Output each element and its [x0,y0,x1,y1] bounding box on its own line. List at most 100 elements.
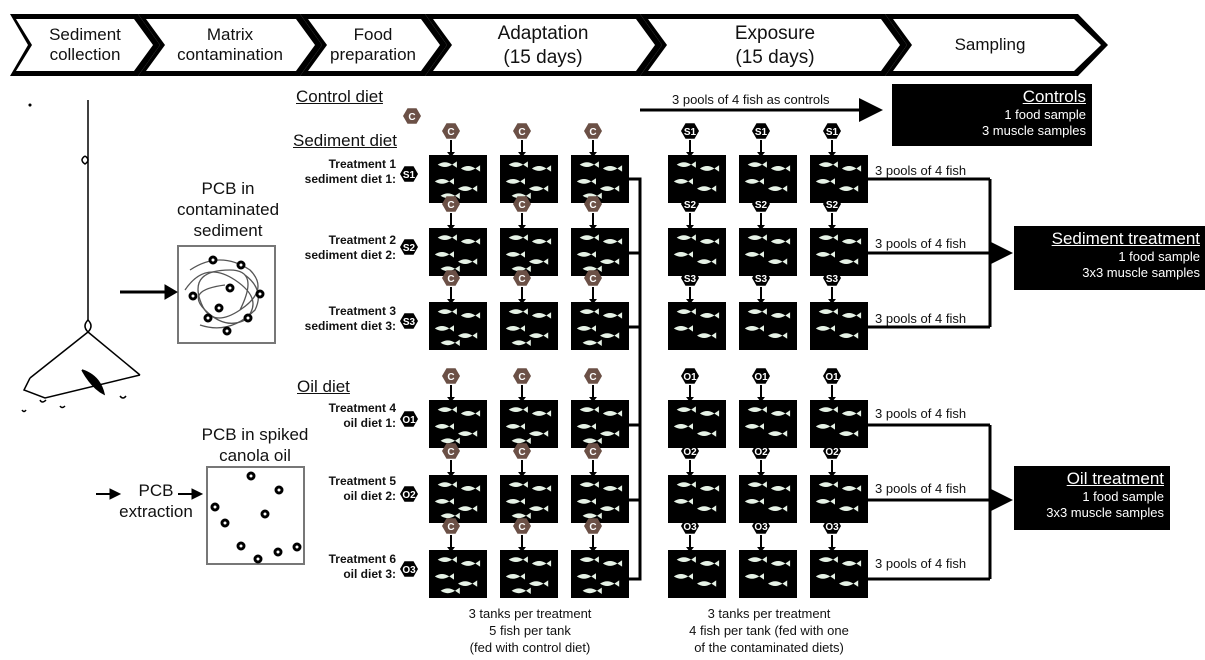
feed-arrowhead [447,299,455,304]
fish-icon [697,185,717,192]
oil-diet-header: Oil diet [297,377,350,396]
grab-sampler-icon [21,100,141,413]
fish-icon [676,234,696,241]
feed-arrowhead [757,547,765,552]
exposure-diet-hex-label: O2 [825,447,839,458]
pool-connectors [868,177,1013,581]
fish-icon [440,437,460,444]
fish-icon [440,192,460,199]
adaptation-control-hex-label: C [518,200,525,211]
pcb-extraction-label: PCB extraction [119,481,193,521]
fish-icon [744,423,764,430]
control-diet-header: Control diet [296,87,383,106]
fish-icon [818,234,838,241]
fish-icon [770,312,791,319]
adaptation-control-hex [513,196,531,212]
feed-arrowhead [589,397,597,402]
fish-icon [839,185,859,192]
adaptation-control-hex [513,123,531,139]
exposure-diet-hex [681,443,699,459]
fish-icon [582,512,602,519]
exposure-diet-hex-label: O3 [825,522,839,533]
feed-arrowhead [589,225,597,230]
feed-arrowhead [757,472,765,477]
exposure-diet-hex-label: O3 [683,522,697,533]
fish-icon [434,573,454,580]
fish-icon [511,192,531,199]
fish-icon [434,325,454,332]
exposure-diet-hex [681,196,699,212]
exposure-tank [810,400,868,448]
fish-icon [602,410,623,417]
fish-icon [508,556,528,563]
adaptation-control-hex [442,270,460,286]
exposure-tank [739,302,797,350]
adaptation-control-hex-label: C [589,274,596,285]
exposure-diet-hex [681,123,699,139]
fish-icon [511,265,531,272]
fish-icon [458,430,478,437]
fish-icon [460,410,481,417]
feed-arrowhead [757,225,765,230]
exposure-tank [668,475,726,523]
fish-icon [747,556,767,563]
controls-box: Controls 1 food sample 3 muscle samples [892,84,1092,146]
exposure-diet-hex-label: S1 [755,127,768,138]
fish-icon [697,505,717,512]
fish-icon [818,556,838,563]
fish-icon [511,512,531,519]
fish-icon [582,437,602,444]
fish-icon [600,580,620,587]
fish-icon [770,165,791,172]
fish-icon [839,430,859,437]
adaptation-control-hex-label: C [447,127,454,138]
exposure-tank [810,475,868,523]
exposure-diet-hex-label: S2 [684,200,697,211]
treatment-hex-o2-label: O2 [402,490,416,501]
fish-icon [747,234,767,241]
fish-icon [768,332,788,339]
fish-icon [531,410,552,417]
fish-icon [576,325,596,332]
pool-label-s1: 3 pools of 4 fish [875,163,967,178]
adaptation-control-hex [513,368,531,384]
fish-icon [815,325,835,332]
stage-label-4: Adaptation(15 days) [497,23,589,68]
exposure-diet-hex [681,368,699,384]
fish-icon [676,556,696,563]
exposure-tank [668,400,726,448]
fish-icon [576,423,596,430]
fish-icon [818,161,838,168]
fish-icon [529,430,549,437]
treatment-hex-o3-label: O3 [402,565,416,576]
fish-icon [508,481,528,488]
exposure-tank [668,550,726,598]
fish-icon [437,308,457,315]
treatment-hex-s1-label: S1 [403,170,416,181]
exposure-tank [810,302,868,350]
feed-arrowhead [518,547,526,552]
adaptation-control-hex-label: C [447,200,454,211]
feed-arrowhead [828,547,836,552]
stage-chevron-2-fill [146,19,315,71]
feed-arrowhead [686,152,694,157]
fish-icon [511,587,531,594]
exposure-diet-hex-label: O1 [754,372,768,383]
feed-arrowhead [589,472,597,477]
treatment-hex-s2-label: S2 [403,243,416,254]
fish-icon [768,505,788,512]
feed-arrowhead [828,397,836,402]
fish-icon [841,165,862,172]
adaptation-control-hex [584,368,602,384]
adaptation-control-hex-label: C [447,274,454,285]
exposure-diet-hex [681,518,699,534]
fish-icon [699,560,720,567]
fish-icon [770,485,791,492]
fish-icon [576,498,596,505]
fish-icon [815,178,835,185]
fish-icon [770,410,791,417]
